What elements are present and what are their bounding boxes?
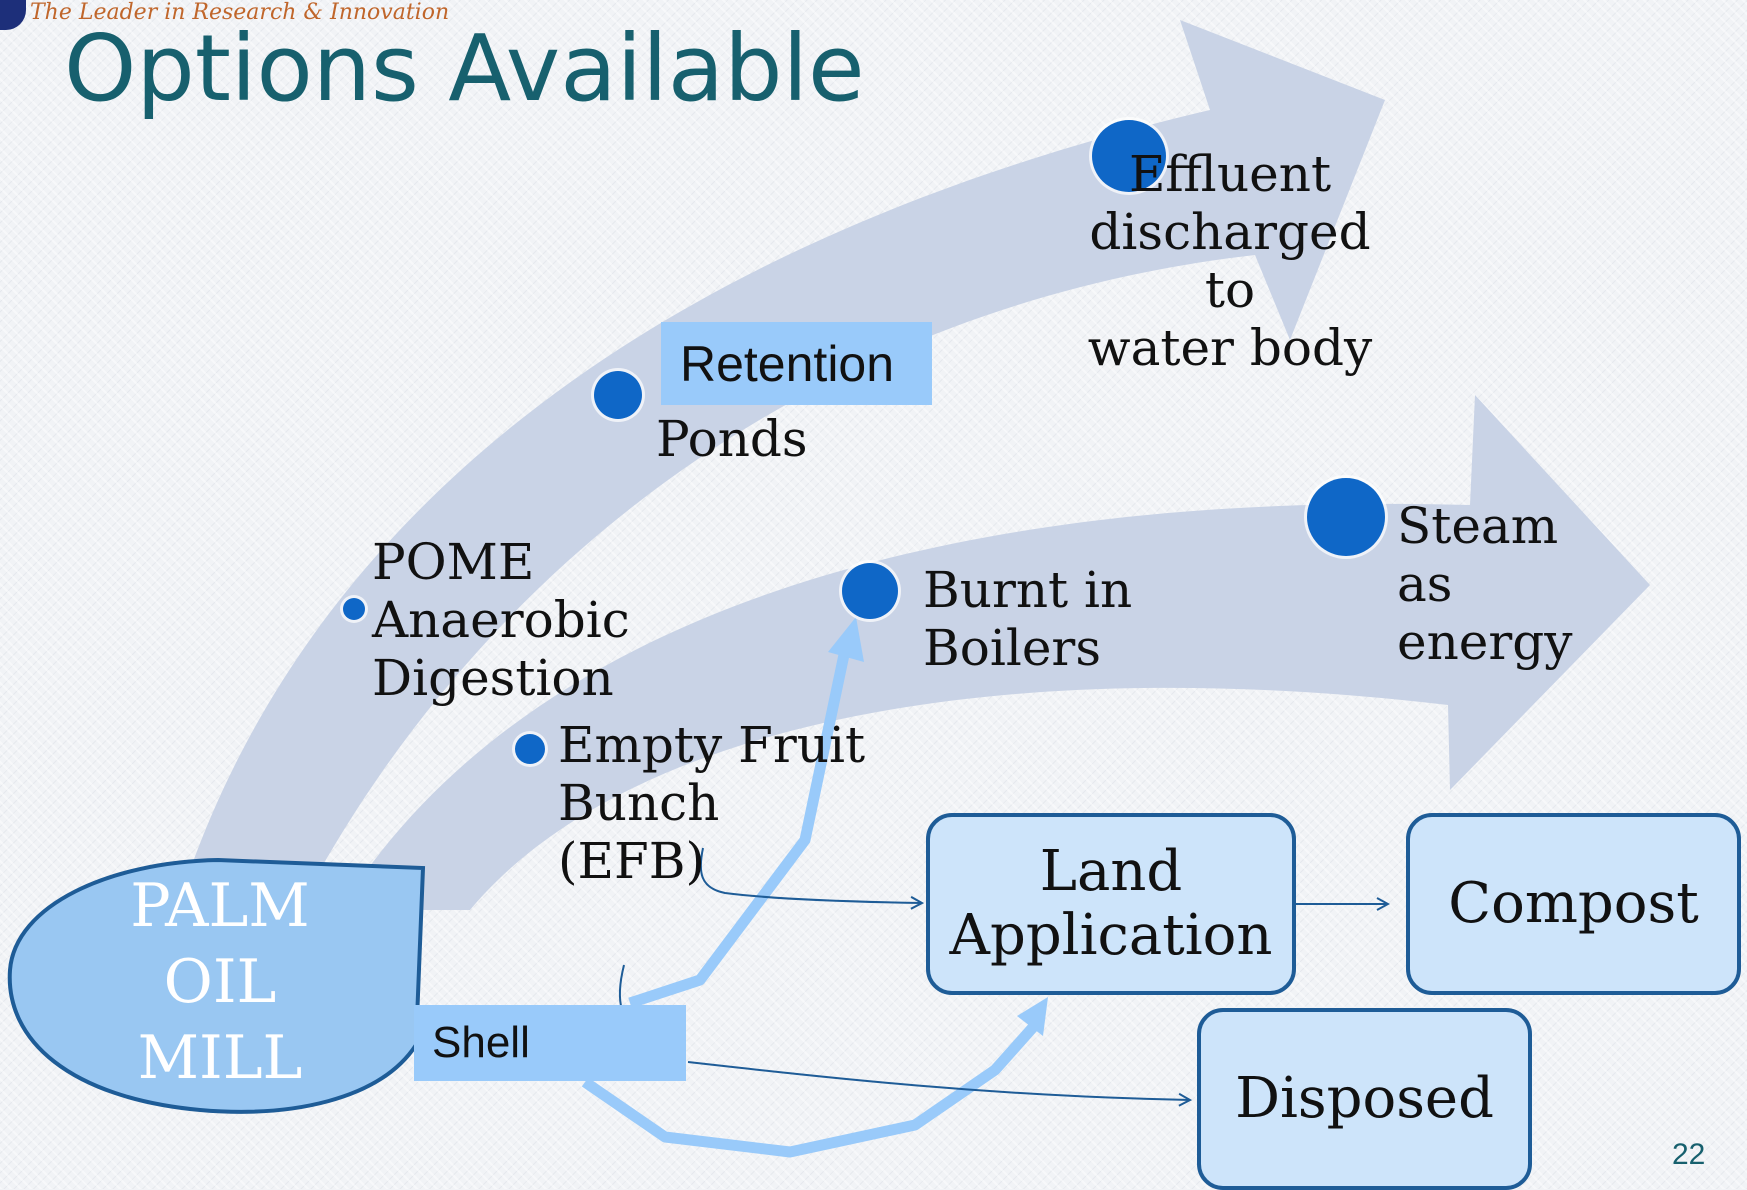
page-number: 22: [1672, 1138, 1706, 1171]
palm-oil-mill-label: PALM OIL MILL: [130, 871, 310, 1093]
land-application-box: Land Application: [926, 813, 1296, 995]
header-tagline: The Leader in Research & Innovation: [30, 0, 450, 25]
efb-label: Empty Fruit Bunch (EFB): [558, 716, 866, 890]
shell-label: Shell: [414, 1005, 686, 1081]
efb-dot: [515, 734, 545, 764]
shell-bracket-mark: [618, 964, 625, 1011]
ponds-label: Ponds: [656, 410, 808, 468]
steam-dot: [1307, 478, 1385, 556]
compost-box: Compost: [1406, 813, 1741, 995]
boilers-dot: [842, 563, 898, 619]
ponds-dot: [594, 371, 642, 419]
shell-to-boilers-arrow-line: [628, 648, 851, 1009]
boilers-label: Burnt in Boilers: [923, 561, 1133, 677]
shell-to-land-arrowhead: [1017, 997, 1048, 1036]
shell-to-disposed-connector: [687, 1061, 1190, 1100]
pome-label: POME Anaerobic Digestion: [372, 533, 630, 707]
shell-to-land-arrow-line: [581, 1021, 1040, 1158]
efb-to-land-connector: [699, 847, 922, 903]
shell-to-boilers-arrowhead: [828, 617, 864, 662]
upper-big-arrow: [190, 20, 1385, 870]
retention-label: Retention: [661, 322, 932, 405]
disposed-box: Disposed: [1197, 1008, 1532, 1190]
effluent-label: Effluent discharged to water body: [1087, 145, 1373, 377]
steam-label: Steam as energy: [1397, 497, 1573, 671]
pome-dot: [343, 598, 365, 620]
effluent-dot: [1092, 120, 1166, 192]
palm-oil-mill-shape: [7, 857, 426, 1114]
slide-title: Options Available: [64, 15, 865, 122]
